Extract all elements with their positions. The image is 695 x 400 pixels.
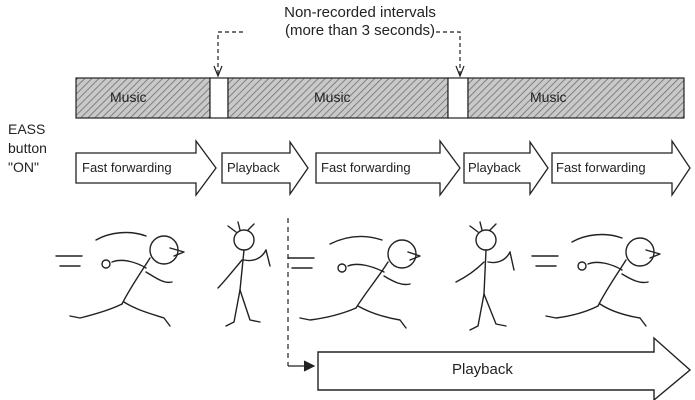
eass-label-line1: EASS: [8, 121, 46, 137]
running-figure-icon: [287, 235, 421, 329]
arrow-playback-1: [221, 139, 309, 197]
tape-music-segment-3: [467, 77, 685, 119]
interval-caption: Non-recorded intervals (more than 3 seco…: [200, 4, 520, 40]
singing-figure-icon: [455, 221, 515, 331]
sequence-label-1: Fast forwarding: [82, 160, 172, 175]
tape-gap-2: [447, 77, 469, 119]
tape-segment-label-1: Music: [110, 89, 147, 105]
running-figure-icon: [55, 231, 185, 327]
sequence-label-3: Fast forwarding: [321, 160, 411, 175]
arrow-fast-forwarding-2: [315, 139, 461, 197]
bottom-playback-label: Playback: [452, 361, 513, 378]
sequence-label-4: Playback: [468, 160, 521, 175]
tape-gap-1: [209, 77, 229, 119]
arrow-playback-2: [463, 139, 549, 197]
eass-label-line3: "ON": [8, 159, 39, 175]
tape-segment-label-3: Music: [530, 89, 567, 105]
singing-figure-icon: [217, 221, 271, 327]
playback-connector: [287, 218, 316, 372]
tape-segment-label-2: Music: [314, 89, 351, 105]
sequence-arrows: [75, 138, 691, 198]
interval-bracket: [213, 31, 465, 78]
tape-music-segment-1: [75, 77, 211, 119]
arrow-fast-forwarding-1: [75, 139, 217, 197]
interval-caption-line2: (more than 3 seconds): [284, 22, 436, 39]
interval-caption-line1: Non-recorded intervals: [284, 4, 436, 21]
running-figure-icon: [531, 233, 661, 327]
eass-button-label: EASS button "ON": [8, 120, 47, 177]
tape-music-segment-2: [227, 77, 449, 119]
sequence-label-2: Playback: [227, 160, 280, 175]
arrow-fast-forwarding-3: [551, 138, 691, 198]
eass-label-line2: button: [8, 140, 47, 156]
arrow-playback-bottom: [317, 336, 692, 400]
sequence-label-5: Fast forwarding: [556, 160, 646, 175]
tape-strip: [75, 77, 685, 119]
